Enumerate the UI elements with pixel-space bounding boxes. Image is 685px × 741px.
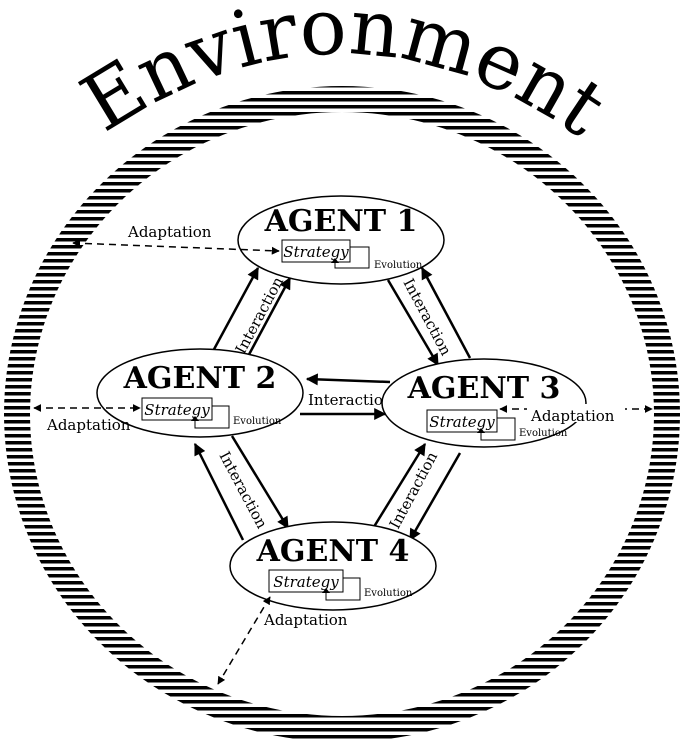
agent-2-title: AGENT 2: [123, 361, 277, 396]
agent-3: AGENT 3 Strategy Evolution: [381, 358, 587, 448]
interaction-arrow-3-to-2: [305, 373, 391, 386]
agent-3-evolution-loop: [480, 417, 516, 441]
agent-4-evolution-loop: [325, 577, 361, 601]
interaction-arrow-2-to-4: [230, 435, 290, 530]
agent-3-strategy: Strategy: [429, 413, 495, 431]
agent-1: AGENT 1 Strategy Evolution: [237, 195, 445, 285]
agent-4-evolution: Evolution: [364, 588, 413, 599]
agent-1-title: AGENT 1: [264, 204, 418, 239]
interaction-label-2-4: Interaction: [215, 448, 271, 531]
agent-4-title: AGENT 4: [256, 534, 410, 569]
interaction-arrow-1-to-2: [243, 276, 292, 363]
agent-2: AGENT 2 Strategy Evolution: [96, 348, 304, 438]
agent-4-strategy: Strategy: [273, 573, 339, 591]
interaction-label-1-2: Interaction: [232, 273, 288, 356]
agent-4: AGENT 4 Strategy Evolution: [229, 521, 437, 611]
agent-1-evolution: Evolution: [374, 260, 423, 271]
agent-3-evolution: Evolution: [519, 428, 568, 439]
agent-2-evolution-loop: [194, 405, 230, 429]
interaction-arrow-3-to-1: [420, 266, 472, 359]
adaptation-label-4: Adaptation: [263, 611, 348, 629]
agent-1-evolution-loop: [334, 246, 370, 269]
interaction-label-2-3: Interaction: [308, 391, 393, 409]
agent-2-evolution: Evolution: [233, 416, 282, 427]
interaction-arrow-2-to-1: [210, 266, 260, 354]
adaptation-label-2: Adaptation: [46, 416, 131, 434]
agent-3-title: AGENT 3: [407, 371, 561, 406]
interaction-arrow-1-to-3: [386, 279, 440, 367]
adaptation-arrow-4: [217, 596, 271, 685]
environment-title: Environment: [67, 0, 621, 154]
agent-1-strategy: Strategy: [283, 243, 349, 261]
adaptation-arrow-1: [72, 239, 280, 255]
adaptation-label-1: Adaptation: [127, 223, 212, 241]
interaction-arrow-3-to-4: [408, 452, 462, 542]
adaptation-label-3: Adaptation: [530, 407, 615, 425]
interaction-arrow-4-to-2: [193, 442, 245, 541]
interaction-arrow-4-to-3: [370, 442, 427, 531]
agent-2-strategy: Strategy: [144, 401, 210, 419]
